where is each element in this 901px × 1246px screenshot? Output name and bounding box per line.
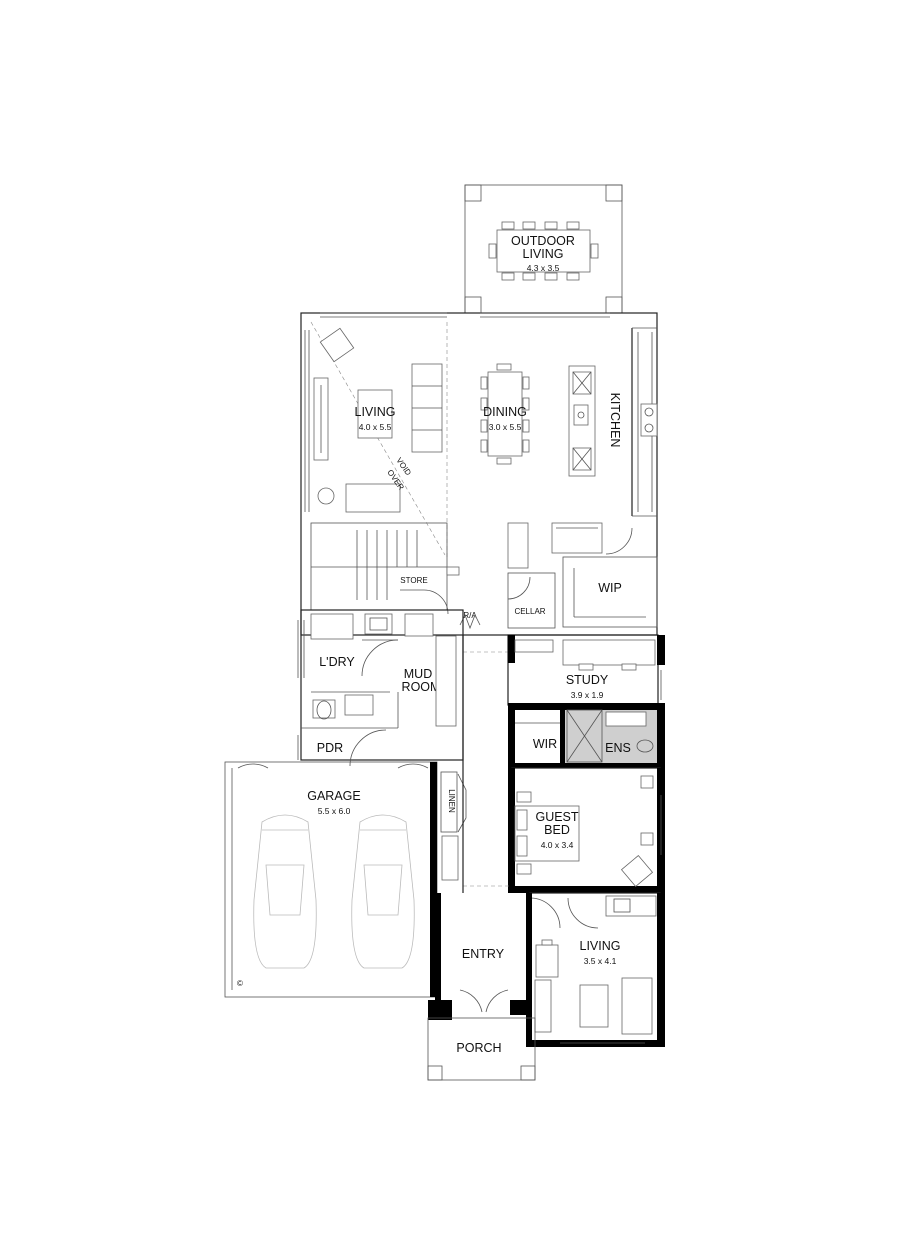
living-upper-size: 4.0 x 5.5	[359, 422, 392, 432]
guest-bed-label-2: BED	[544, 823, 570, 837]
living-lower-area: LIVING 3.5 x 4.1	[526, 892, 665, 1047]
porch-area: PORCH	[427, 1017, 536, 1081]
coffee-table-icon	[357, 389, 393, 439]
ens-label: ENS	[605, 741, 631, 755]
guest-bed-label-1: GUEST	[535, 810, 578, 824]
living-lower-size: 3.5 x 4.1	[584, 956, 617, 966]
car-icon	[253, 814, 317, 969]
outdoor-living-area: OUTDOOR LIVING 4.3 x 3.5	[464, 184, 623, 314]
garage-area: GARAGE 5.5 x 6.0 ©	[224, 761, 438, 998]
ra-label: R/A	[463, 611, 477, 620]
copyright-mark: ©	[237, 979, 243, 988]
cellar-label: CELLAR	[514, 607, 545, 616]
entry-area: LINEN ENTRY	[428, 771, 561, 1020]
laundry-label: L'DRY	[319, 655, 355, 669]
entry-label: ENTRY	[462, 947, 505, 961]
kitchen-bench-icon	[631, 327, 658, 517]
bed-icon	[514, 791, 580, 875]
coffee-table-lower-icon	[579, 984, 609, 1028]
pdr-label: PDR	[317, 741, 343, 755]
mud-room-label-1: MUD	[404, 667, 432, 681]
tv-unit-lower-icon	[534, 979, 552, 1033]
outdoor-living-label-2: LIVING	[523, 247, 564, 261]
dining-table-icon	[480, 363, 530, 465]
chair-icon	[620, 854, 654, 888]
wir-label: WIR	[533, 737, 557, 751]
garage-label: GARAGE	[307, 789, 361, 803]
outdoor-living-label-1: OUTDOOR	[511, 234, 575, 248]
study-label: STUDY	[566, 673, 609, 687]
linen-label: LINEN	[447, 789, 456, 813]
ens-toilet-icon	[636, 739, 654, 753]
garage-size: 5.5 x 6.0	[318, 806, 351, 816]
guest-bed-area: GUEST BED 4.0 x 3.4	[508, 767, 665, 893]
dining-label: DINING	[483, 405, 527, 419]
desk-icon	[535, 944, 559, 978]
guest-bed-size: 4.0 x 3.4	[541, 840, 574, 850]
laundry-area: L'DRY MUD ROOM PDR	[297, 609, 508, 767]
toilet-icon	[316, 700, 332, 720]
sofa-icon	[411, 363, 443, 453]
sofa-lower-icon	[621, 977, 653, 1035]
wir-ens-area: WIR ENS	[508, 703, 665, 768]
fridge-icon	[551, 522, 603, 554]
kitchen-island-icon	[568, 365, 596, 477]
study-size: 3.9 x 1.9	[571, 690, 604, 700]
armchair-icon	[319, 327, 355, 363]
main-living-wing: LIVING 4.0 x 5.5 OVER VOID DINING 3.0 x …	[300, 312, 658, 636]
kitchen-label: KITCHEN	[608, 393, 622, 448]
porch-label: PORCH	[456, 1041, 501, 1055]
lamp-icon	[317, 487, 335, 505]
laundry-sink-icon	[364, 613, 393, 635]
outdoor-table-icon	[488, 221, 599, 281]
living-lower-label: LIVING	[580, 939, 621, 953]
outdoor-living-size: 4.3 x 3.5	[527, 263, 560, 273]
wip-label: WIP	[598, 581, 622, 595]
living-upper-label: LIVING	[355, 405, 396, 419]
wip-area: WIP CELLAR R/A	[459, 522, 658, 630]
store-label: STORE	[400, 576, 427, 585]
vanity-icon	[605, 711, 647, 727]
study-area: STUDY 3.9 x 1.9	[507, 634, 665, 706]
dining-size: 3.0 x 5.5	[489, 422, 522, 432]
stairs-area: STORE	[310, 522, 460, 615]
kitchenette-icon	[605, 895, 657, 917]
car-icon-2	[351, 814, 415, 969]
mud-room-label-2: ROOM	[402, 680, 441, 694]
sofa-bottom-icon	[345, 483, 401, 513]
